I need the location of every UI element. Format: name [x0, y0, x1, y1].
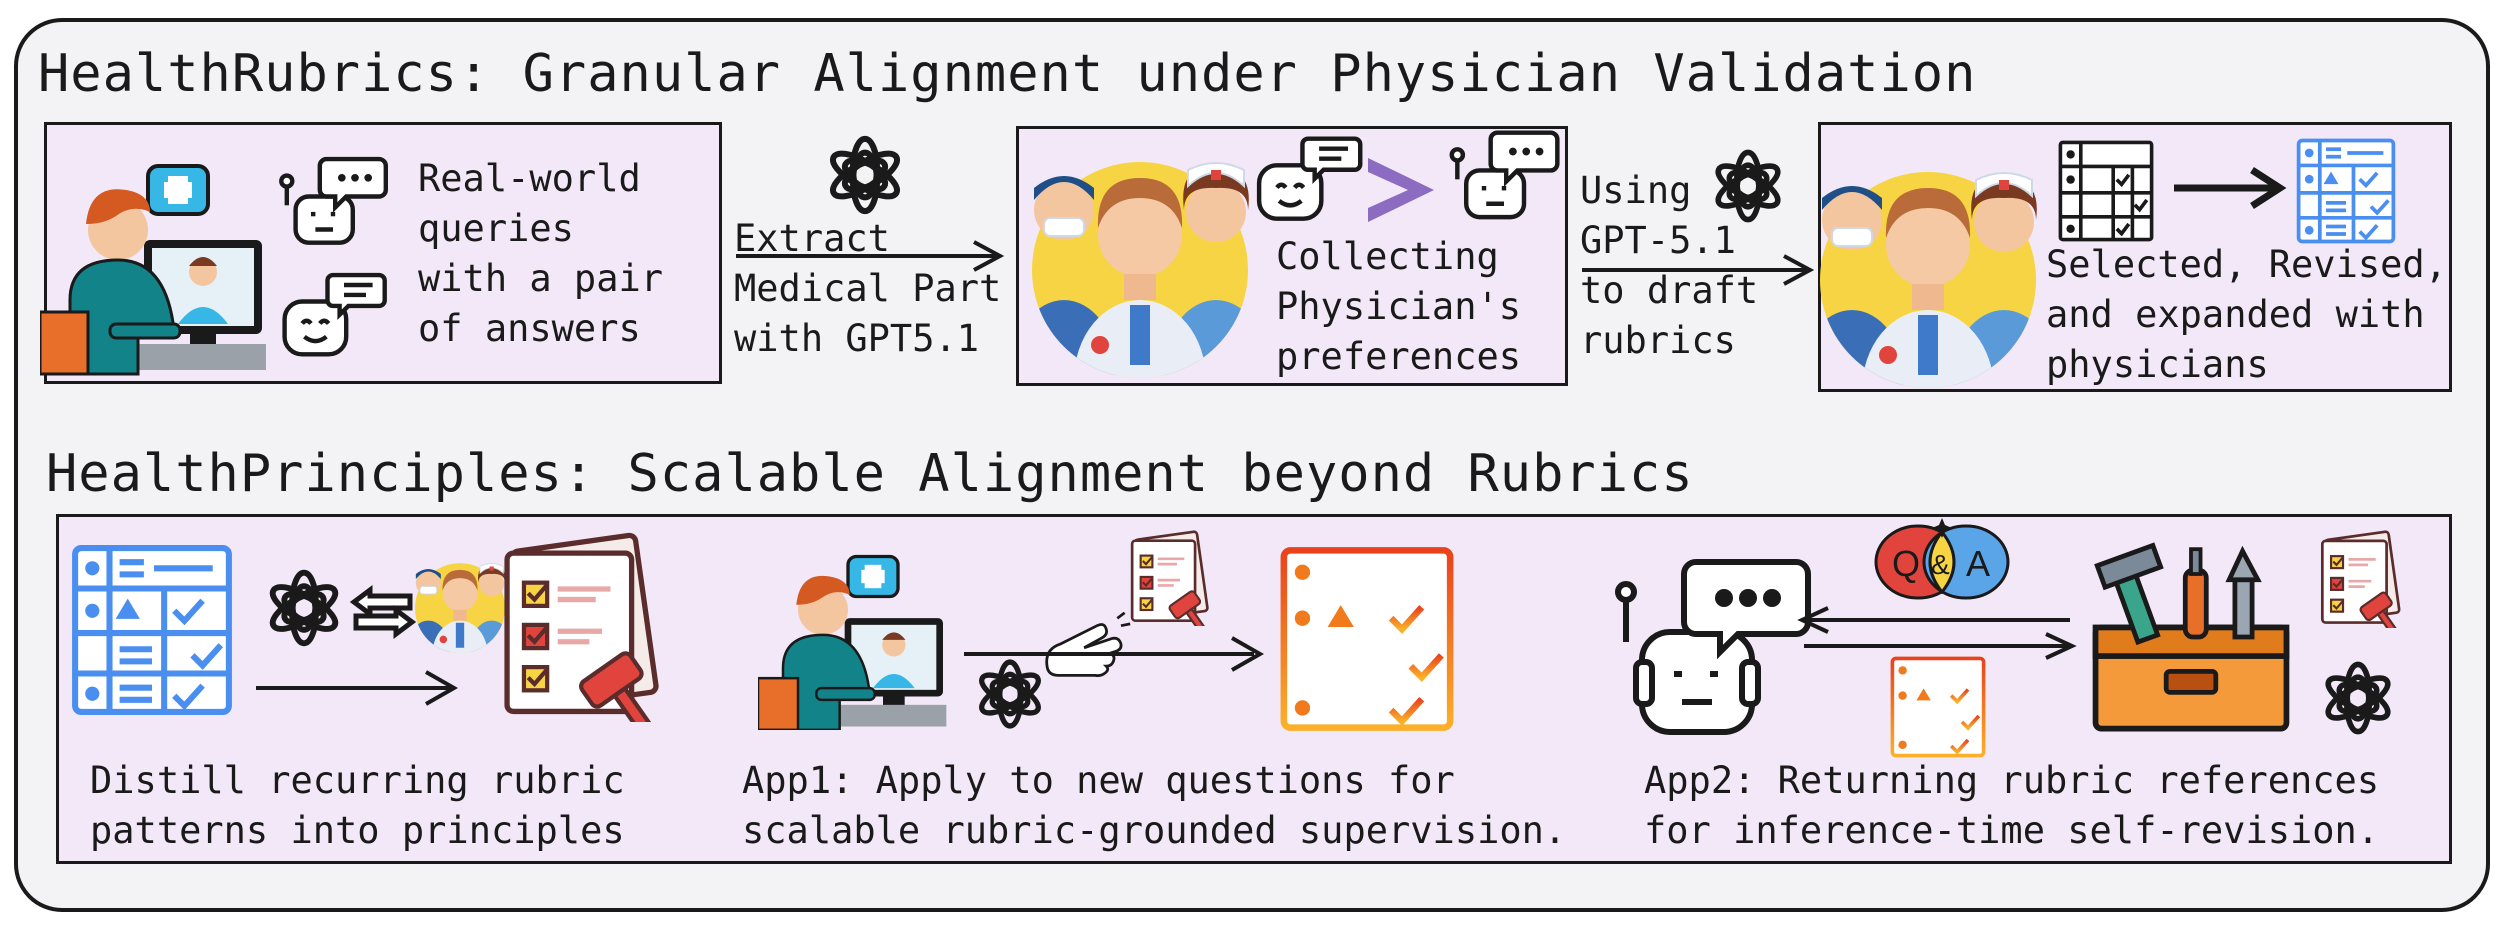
rubric-table-icon: [66, 544, 238, 716]
qa-badge-a: A: [1966, 543, 1990, 584]
telemedicine-icon: [758, 538, 958, 730]
chatbot-icon: [278, 152, 388, 252]
rubric-table-icon: [2058, 140, 2154, 242]
step2-text: Collecting Physician's preferences: [1276, 235, 1522, 378]
qa-badge-amp: &: [1931, 549, 1950, 580]
openai-logo-icon: [822, 132, 908, 218]
section1-title: HealthRubrics: Granular Alignment under …: [38, 44, 1977, 104]
arrow1: [736, 240, 1005, 272]
openai-logo-icon: [972, 656, 1048, 732]
bidirectional-arrow: [349, 585, 417, 639]
panel1-text: Distill recurring rubric patterns into p…: [90, 759, 625, 852]
rubric-table-icon: [1886, 656, 1990, 758]
openai-logo-icon: [2318, 658, 2398, 738]
toolbox-icon: [2086, 540, 2296, 734]
physicians-group-icon: [1808, 150, 2048, 390]
distill-arrow: [256, 670, 459, 706]
checklist-gavel-icon: [1124, 530, 1216, 626]
retrieve-exchange-arrows: [1797, 606, 2077, 660]
telemedicine-icon: [40, 142, 280, 376]
qa-badge-q: Q: [1892, 543, 1920, 584]
rubric-table-icon: [1272, 546, 1462, 732]
arrow2: [1582, 254, 1815, 286]
arrow1-label: Extract Medical Part with GPT5.1: [734, 217, 1002, 360]
checklist-gavel-icon: [492, 532, 672, 722]
rubric-table-icon: [2296, 138, 2396, 244]
rubric-transform-arrow: [2174, 167, 2287, 209]
qa-badge-icon: Q & A: [1874, 518, 2010, 600]
step3-text: Selected, Revised, and expanded with phy…: [2046, 243, 2447, 386]
panel3-text: App2: Returning rubric references for in…: [1644, 759, 2380, 852]
greater-than-icon: [1368, 158, 1434, 222]
robot-icon: [1612, 552, 1812, 742]
physicians-group-icon: [1020, 140, 1260, 380]
openai-logo-icon: [262, 566, 346, 650]
step1-text: Real-world queries with a pair of answer…: [418, 157, 664, 350]
section2-title: HealthPrinciples: Scalable Alignment bey…: [46, 444, 1694, 504]
chatbot-icon: [1448, 126, 1560, 226]
arrow2-label: Using GPT-5.1 to draft rubrics: [1580, 169, 1759, 362]
panel2-text: App1: Apply to new questions for scalabl…: [742, 759, 1567, 852]
chatbot-icon: [278, 268, 388, 368]
openai-logo-icon: [1708, 146, 1788, 226]
checklist-gavel-icon: [2314, 530, 2408, 628]
chatbot-icon: [1252, 132, 1364, 232]
apply-arrow: [964, 636, 1265, 672]
